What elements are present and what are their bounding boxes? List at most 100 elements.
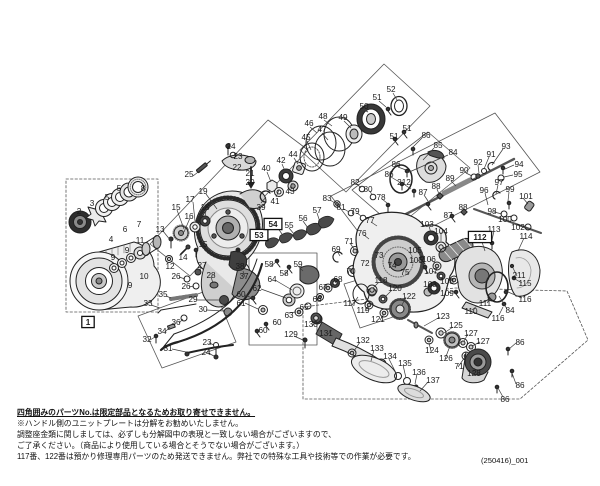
part-label-101: 101 [519, 192, 533, 201]
leader-line [321, 132, 329, 141]
part-label-44: 44 [288, 150, 298, 159]
part-label-133: 133 [370, 344, 384, 353]
part-label-21: 21 [245, 169, 255, 178]
part-label-37: 37 [239, 272, 249, 281]
leader-line [406, 154, 449, 174]
part-label-120: 120 [388, 284, 402, 293]
leader-line [364, 305, 369, 312]
leader-line [417, 259, 425, 266]
part-label-6: 6 [123, 225, 128, 234]
leader-line [431, 270, 440, 275]
part-label-18: 18 [200, 203, 210, 212]
leader-line [447, 278, 453, 282]
part-label-64: 64 [267, 275, 277, 284]
part-label-88: 88 [458, 203, 468, 212]
part-label-114: 114 [519, 232, 532, 241]
part-label-96: 96 [479, 186, 489, 195]
part-label-99: 99 [505, 185, 515, 194]
part-label-72: 72 [360, 259, 370, 268]
leader-line [504, 215, 513, 218]
leader-line [416, 250, 422, 257]
leader-line [465, 172, 473, 177]
leader-line [171, 348, 187, 353]
part-label-29: 29 [188, 295, 198, 304]
part-label-60: 60 [258, 326, 268, 335]
note-line: 四角囲みのパーツNo.は限定部品となるためお取り寄せできません。 [17, 408, 256, 417]
part-label-9: 9 [128, 281, 133, 290]
part-label-62: 62 [252, 284, 262, 293]
drag-knob-stack [68, 176, 149, 234]
part-label-71: 71 [454, 362, 464, 371]
leader-line [343, 120, 352, 129]
leader-line [493, 211, 503, 215]
leader-line [370, 349, 375, 362]
leader-line [302, 220, 309, 229]
side-body-group [411, 188, 541, 319]
leader-line [162, 230, 172, 242]
leader-line [444, 345, 451, 360]
leader-line [423, 194, 429, 202]
part-label-19: 19 [198, 187, 208, 196]
leader-line [507, 291, 523, 299]
leader-line [244, 294, 253, 299]
part-label-11: 11 [136, 236, 145, 245]
part-label-118: 118 [374, 276, 387, 285]
part-label-134: 134 [383, 352, 397, 361]
part-label-50: 50 [359, 102, 369, 111]
part-label-127: 127 [476, 337, 490, 346]
part-label-212: 212 [397, 178, 411, 187]
leader-line [498, 295, 508, 310]
part-label-121: 121 [371, 315, 385, 324]
part-label-86: 86 [421, 131, 431, 140]
part-label-69: 69 [331, 245, 341, 254]
part-label-53: 53 [254, 231, 264, 240]
part-label-67: 67 [318, 283, 328, 292]
part-label-136: 136 [412, 368, 426, 377]
leader-line [260, 288, 287, 299]
leader-line [266, 171, 272, 183]
part-label-85: 85 [433, 141, 443, 150]
leader-line [244, 302, 259, 310]
part-label-105: 105 [409, 256, 423, 265]
spool-washer-stack [109, 235, 191, 273]
handle-group-box [302, 287, 589, 400]
part-label-95: 95 [513, 170, 523, 179]
leader-line [149, 336, 156, 341]
leader-line [372, 281, 380, 289]
part-label-box-53 [249, 228, 269, 242]
part-label-93: 93 [501, 142, 511, 151]
part-label-73: 73 [374, 251, 384, 260]
part-label-17: 17 [185, 195, 195, 204]
part-label-211: 211 [512, 271, 525, 280]
screw-cap-group [352, 283, 411, 320]
part-label-60: 60 [272, 318, 282, 327]
part-label-56: 56 [298, 214, 308, 223]
part-label-112: 112 [473, 233, 487, 242]
part-label-86: 86 [515, 338, 525, 347]
part-label-128: 128 [467, 369, 481, 378]
part-label-103: 103 [420, 220, 434, 229]
part-label-55: 55 [284, 221, 294, 230]
leader-line [483, 156, 490, 170]
leader-line [260, 196, 267, 204]
part-label-88: 88 [431, 182, 441, 191]
leader-line [356, 212, 362, 217]
part-label-9: 9 [111, 253, 116, 262]
leader-line [378, 100, 387, 108]
part-label-68: 68 [333, 275, 343, 284]
part-label-92: 92 [473, 158, 483, 167]
part-label-box-112 [467, 230, 493, 244]
part-label-36: 36 [171, 318, 181, 327]
part-label-24: 24 [201, 348, 211, 357]
leader-line [289, 182, 293, 189]
part-label-box-1 [81, 315, 95, 329]
part-label-75: 75 [400, 268, 410, 277]
part-label-103: 103 [423, 280, 437, 289]
leader-line [484, 192, 489, 206]
leader-line [205, 193, 218, 210]
part-label-35: 35 [158, 290, 168, 299]
leader-line [436, 188, 440, 195]
part-label-52: 52 [386, 85, 396, 94]
